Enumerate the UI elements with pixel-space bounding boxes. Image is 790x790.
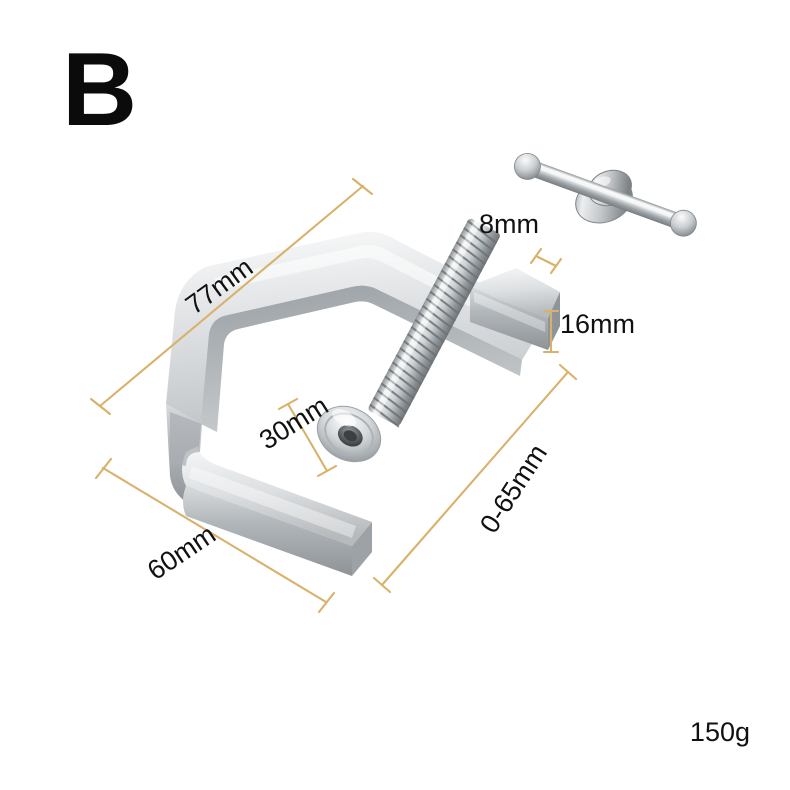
clamp-lower-jaw-top-face <box>182 446 372 546</box>
t-handle-bar <box>513 153 697 237</box>
t-handle-ball-right <box>669 209 697 237</box>
clamp-lower-jaw-highlight <box>189 466 356 538</box>
t-handle-ball-left <box>513 153 541 180</box>
swivel-pad-socket-inner <box>343 430 357 442</box>
screw-swivel-pad <box>316 405 382 463</box>
dimension-line-60mm <box>94 457 336 614</box>
swivel-pad-highlight <box>332 409 356 427</box>
variant-letter: B <box>62 32 137 148</box>
clamp-upper-arm-right-block-front <box>470 286 548 350</box>
clamp-corner-blend <box>170 412 202 466</box>
dimension-line-30mm <box>277 397 338 478</box>
clamp-upper-arm-right-block-top <box>470 268 560 318</box>
dimension-line-77mm <box>89 177 374 416</box>
dimension-lines <box>89 177 578 614</box>
dimension-line-16mm <box>542 309 560 354</box>
clamp-upper-arm-highlight <box>214 245 522 330</box>
clamp-lower-jaw-front-face <box>183 486 352 576</box>
screw-threads <box>369 220 498 428</box>
clamp-upper-arm-right-block-highlight <box>474 292 545 332</box>
weight-label: 150g <box>689 717 750 747</box>
clamp-lower-jaw-end-cap <box>352 522 372 576</box>
screw-shaft-highlight <box>372 220 481 416</box>
dimension-line-8mm <box>529 247 563 275</box>
swivel-pad-rim <box>324 412 374 456</box>
t-handle-rod-highlight <box>528 162 683 222</box>
clamp-threaded-screw <box>368 218 500 428</box>
dimension-label-8mm: 8mm <box>479 209 539 239</box>
dimension-label-16mm: 16mm <box>560 309 636 339</box>
dimension-line-0-65mm <box>372 363 578 594</box>
